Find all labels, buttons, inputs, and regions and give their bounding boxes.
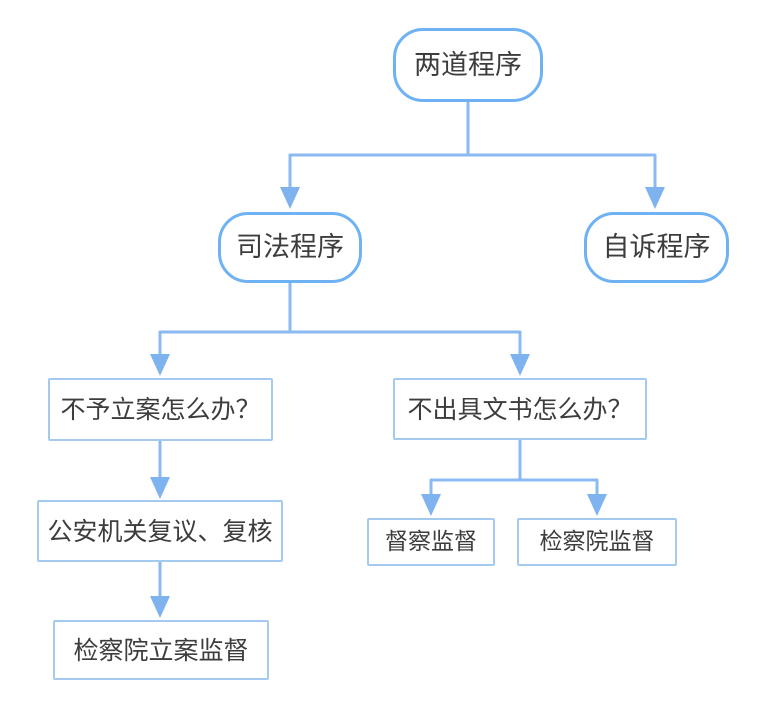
connector-judicial-branch	[158, 330, 522, 355]
arrowhead-proc-sup	[587, 494, 607, 516]
node-public-security-reconsideration-review: 公安机关复议、复核	[37, 500, 283, 562]
node-procuratorate-supervision: 检察院监督	[517, 518, 677, 566]
arrowhead-inspector	[421, 494, 441, 516]
connector-root-branch	[288, 153, 657, 188]
node-procuratorate-filing-supervision: 检察院立案监督	[53, 620, 269, 680]
node-two-procedures: 两道程序	[393, 28, 543, 102]
arrowhead-no-document	[510, 354, 530, 376]
node-inspectorate-supervision: 督察监督	[367, 518, 495, 566]
arrowhead-private	[645, 187, 665, 209]
node-what-if-no-document-issued: 不出具文书怎么办？	[393, 378, 647, 440]
node-what-if-no-case-filed: 不予立案怎么办？	[48, 378, 273, 441]
arrowhead-review	[150, 477, 170, 499]
arrowhead-judicial	[280, 187, 300, 209]
connector-no-document-branch	[429, 478, 599, 495]
arrowhead-proc-filing	[150, 596, 170, 618]
node-judicial-procedure: 司法程序	[218, 212, 362, 283]
arrowhead-no-filing	[150, 354, 170, 376]
node-private-prosecution-procedure: 自诉程序	[584, 212, 729, 283]
